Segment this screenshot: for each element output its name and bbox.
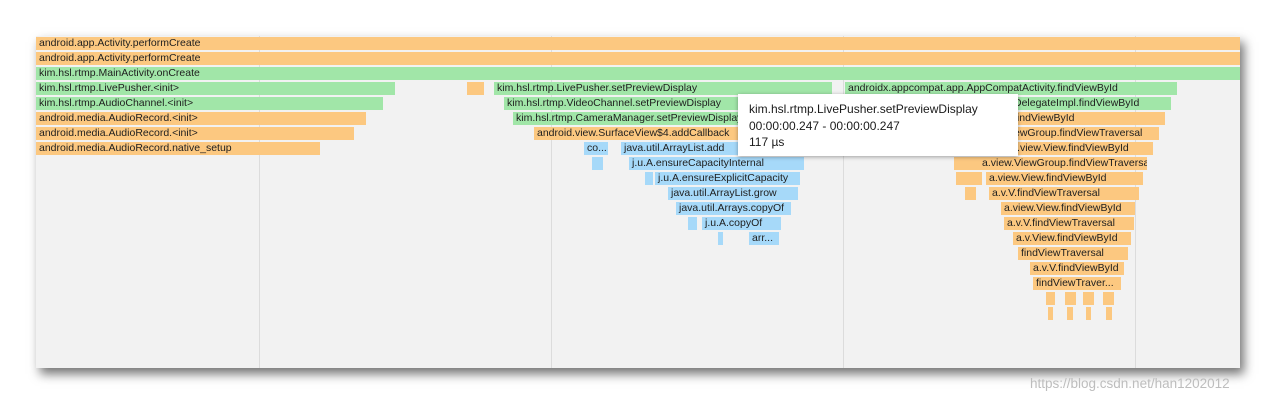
flame-frame[interactable] xyxy=(1106,307,1112,320)
flame-frame[interactable] xyxy=(1103,292,1114,305)
flame-frame[interactable]: androidx.appcompat.app.AppCompatActivity… xyxy=(845,82,1177,95)
flame-frame[interactable] xyxy=(1065,292,1076,305)
grid-line xyxy=(551,36,552,368)
flame-frame[interactable]: co... xyxy=(584,142,608,155)
flame-frame[interactable] xyxy=(956,172,982,185)
flame-frame[interactable] xyxy=(1046,292,1055,305)
flame-frame[interactable]: android.app.Activity.performCreate xyxy=(36,52,1240,65)
tooltip-title: kim.hsl.rtmp.LivePusher.setPreviewDispla… xyxy=(749,102,978,116)
flame-frame[interactable]: a.view.ViewGroup.findViewTraversal xyxy=(954,157,1147,170)
flame-frame[interactable]: kim.hsl.rtmp.VideoChannel.setPreviewDisp… xyxy=(504,97,804,110)
flame-frame[interactable] xyxy=(645,172,653,185)
flame-frame[interactable] xyxy=(965,187,976,200)
flame-frame[interactable]: j.u.A.ensureExplicitCapacity xyxy=(655,172,800,185)
flame-frame[interactable]: a.view.View.findViewById xyxy=(1001,202,1135,215)
flame-frame[interactable]: kim.hsl.rtmp.MainActivity.onCreate xyxy=(36,67,1240,80)
flame-frame[interactable] xyxy=(718,232,723,245)
flame-frame[interactable]: j.u.A.ensureCapacityInternal xyxy=(629,157,804,170)
flame-frame[interactable] xyxy=(1086,307,1091,320)
flame-frame[interactable]: kim.hsl.rtmp.LivePusher.<init> xyxy=(36,82,395,95)
hover-tooltip: kim.hsl.rtmp.LivePusher.setPreviewDispla… xyxy=(738,94,1018,156)
flame-frame[interactable] xyxy=(1083,292,1094,305)
flame-frame[interactable]: a.v.V.findViewById xyxy=(1030,262,1124,275)
tooltip-time-range: 00:00:00.247 - 00:00:00.247 xyxy=(749,118,900,133)
flame-frame[interactable]: android.media.AudioRecord.native_setup xyxy=(36,142,320,155)
flame-chart-panel[interactable]: android.app.Activity.performCreate andro… xyxy=(36,36,1240,368)
flame-frame[interactable]: android.media.AudioRecord.<init> xyxy=(36,112,366,125)
flame-frame[interactable]: findViewTraver... xyxy=(1033,277,1121,290)
flame-frame[interactable] xyxy=(1067,307,1073,320)
flame-frame[interactable]: a.view.View.findViewById xyxy=(986,172,1143,185)
flame-frame[interactable]: android.media.AudioRecord.<init> xyxy=(36,127,354,140)
flame-frame[interactable]: arr... xyxy=(749,232,779,245)
flame-frame[interactable]: java.util.Arrays.copyOf xyxy=(676,202,791,215)
flame-frame[interactable]: android.app.Activity.performCreate xyxy=(36,37,1240,50)
flame-frame[interactable] xyxy=(467,82,484,95)
flame-frame[interactable]: android.view.SurfaceView$4.addCallback xyxy=(534,127,774,140)
watermark: https://blog.csdn.net/han1202012 xyxy=(1030,376,1230,391)
flame-frame[interactable] xyxy=(1048,307,1053,320)
grid-line xyxy=(1135,36,1136,368)
tooltip-duration: 117 µs xyxy=(749,135,785,149)
flame-frame[interactable]: kim.hsl.rtmp.CameraManager.setPreviewDis… xyxy=(513,112,793,125)
flame-frame[interactable]: findViewTraversal xyxy=(1018,247,1128,260)
flame-frame[interactable]: a.v.V.findViewTraversal xyxy=(1004,217,1134,230)
flame-frame[interactable] xyxy=(592,157,603,170)
grid-line xyxy=(843,36,844,368)
flame-frame[interactable]: kim.hsl.rtmp.LivePusher.setPreviewDispla… xyxy=(494,82,832,95)
flame-frame[interactable]: a.v.View.findViewById xyxy=(1013,232,1131,245)
flame-frame[interactable] xyxy=(688,217,697,230)
flame-frame[interactable]: j.u.A.copyOf xyxy=(702,217,781,230)
flame-frame[interactable]: kim.hsl.rtmp.AudioChannel.<init> xyxy=(36,97,383,110)
grid-line xyxy=(259,36,260,368)
flame-frame[interactable]: a.v.V.findViewTraversal xyxy=(989,187,1139,200)
flame-frame[interactable]: java.util.ArrayList.grow xyxy=(668,187,798,200)
